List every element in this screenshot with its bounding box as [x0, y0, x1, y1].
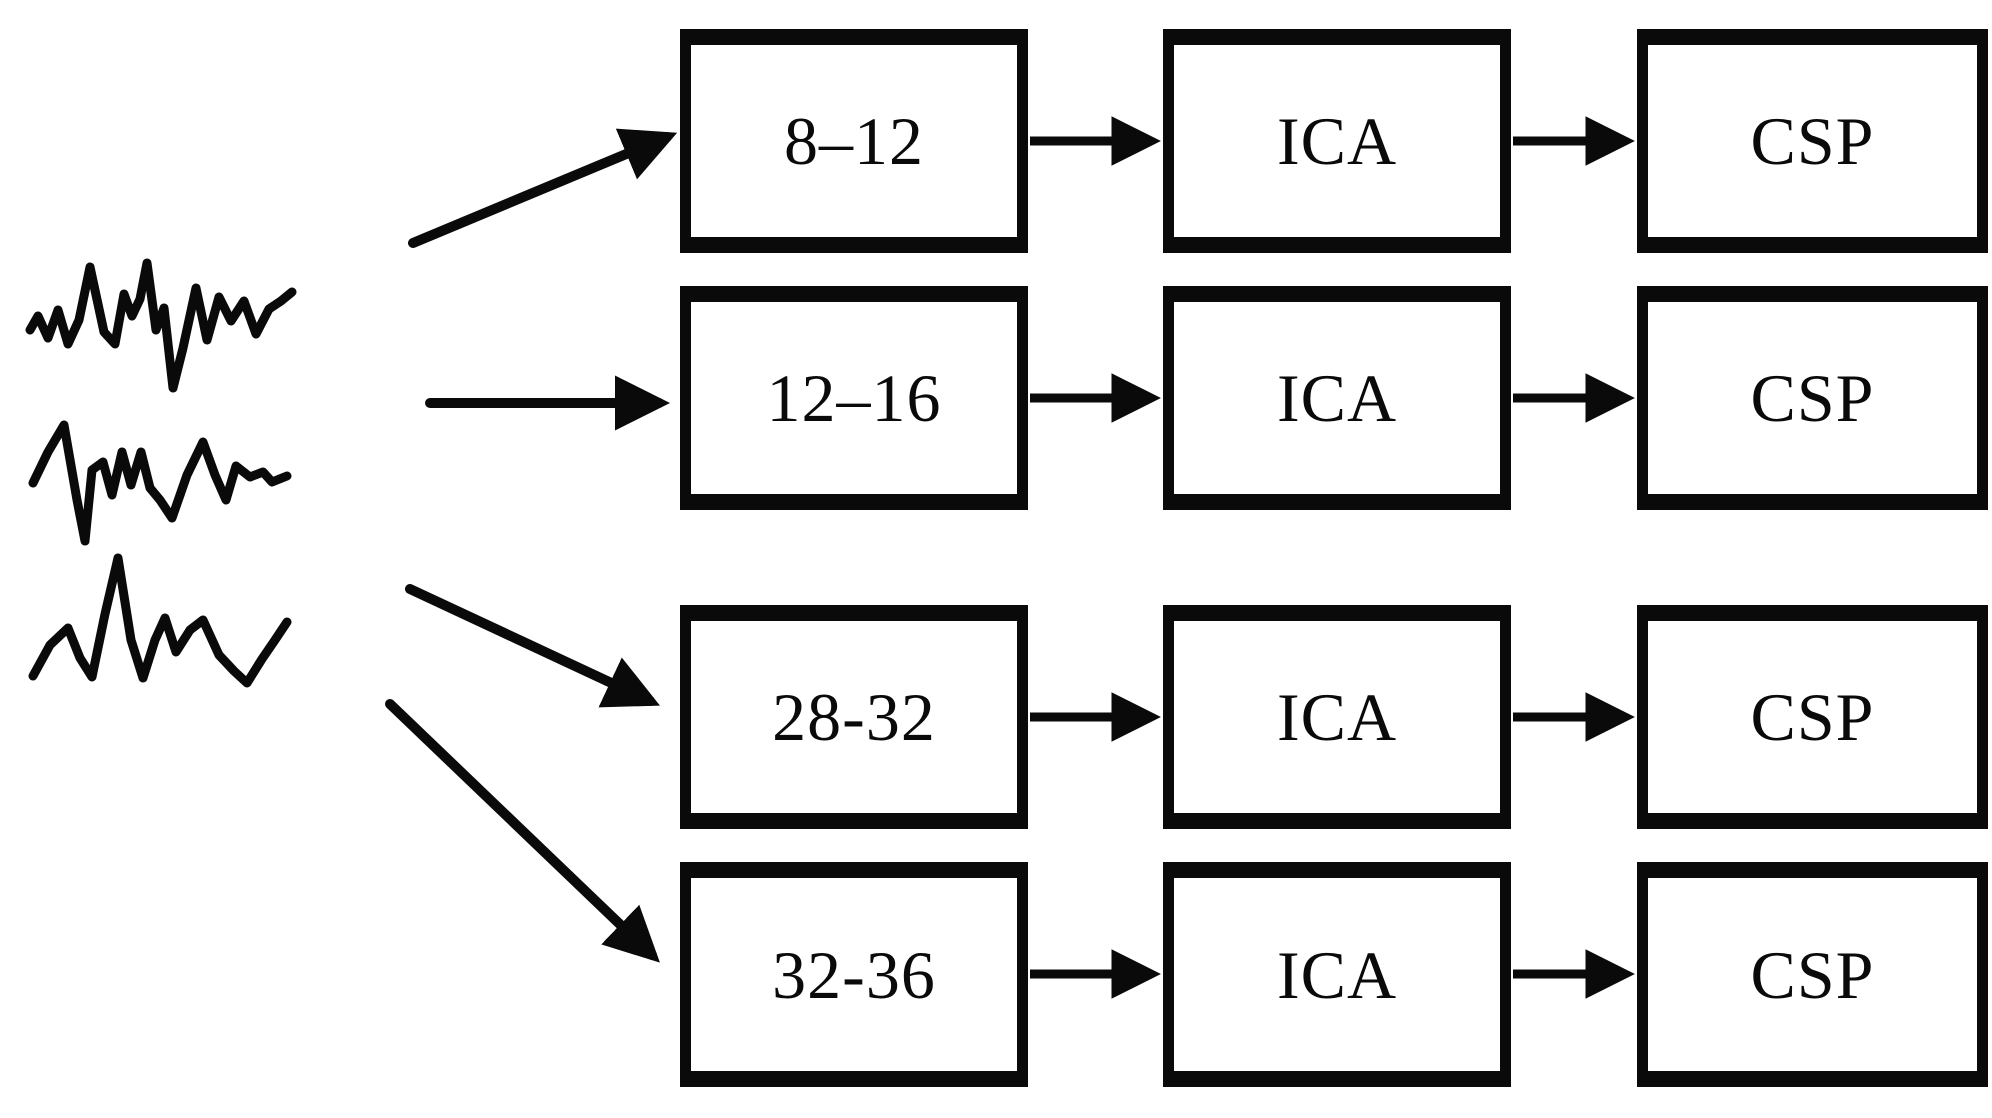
- ica-label: ICA: [1276, 936, 1398, 1013]
- band-label: 32-36: [772, 936, 936, 1013]
- fan-arrow-to-band-32-36: [385, 699, 660, 963]
- csp-box-row3: CSP: [1637, 605, 1988, 829]
- ica-box-row2: ICA: [1163, 286, 1511, 510]
- ica-box-row1: ICA: [1163, 29, 1511, 253]
- fan-arrow-to-band-8-12: [408, 128, 678, 248]
- csp-label: CSP: [1750, 360, 1875, 436]
- band-box-28-32: 28-32: [680, 605, 1028, 829]
- ica-box-row4: ICA: [1163, 862, 1511, 1087]
- ica-label: ICA: [1276, 103, 1398, 179]
- ica-label: ICA: [1276, 679, 1398, 755]
- band-label: 8–12: [784, 103, 924, 179]
- csp-box-row1: CSP: [1637, 29, 1988, 253]
- csp-box-row2: CSP: [1637, 286, 1988, 510]
- eeg-waveform-2-icon: [28, 420, 292, 546]
- csp-box-row4: CSP: [1637, 862, 1988, 1087]
- csp-label: CSP: [1750, 103, 1875, 179]
- band-box-8-12: 8–12: [680, 29, 1028, 253]
- band-box-32-36: 32-36: [680, 862, 1028, 1087]
- csp-label: CSP: [1750, 936, 1875, 1013]
- band-label: 12–16: [766, 360, 942, 436]
- ica-label: ICA: [1276, 360, 1398, 436]
- eeg-waveform-3-icon: [28, 553, 292, 688]
- csp-label: CSP: [1750, 679, 1875, 755]
- band-box-12-16: 12–16: [680, 286, 1028, 510]
- ica-box-row3: ICA: [1163, 605, 1511, 829]
- fan-arrow-to-band-28-32: [405, 584, 660, 708]
- eeg-waveform-1-icon: [25, 258, 297, 393]
- band-label: 28-32: [772, 679, 936, 755]
